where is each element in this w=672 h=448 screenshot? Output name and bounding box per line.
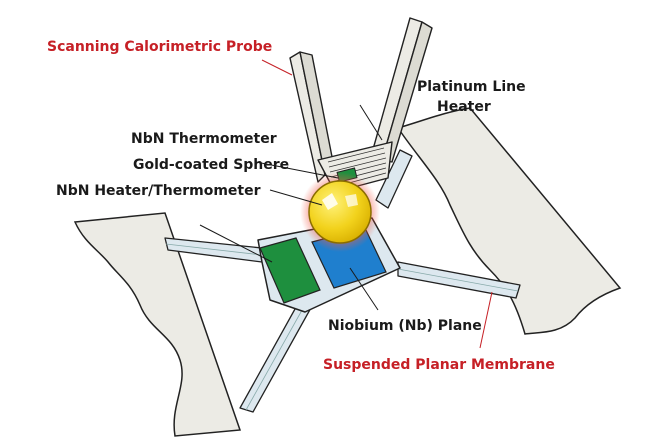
- left-support-block: [73, 212, 242, 437]
- label-nbn-thermometer: NbN Thermometer: [131, 131, 277, 147]
- calorimetric-probe: [289, 17, 433, 193]
- label-probe: Scanning Calorimetric Probe: [47, 39, 272, 55]
- nbn-heater-pad: [259, 237, 321, 304]
- label-gold-sphere: Gold-coated Sphere: [133, 157, 289, 173]
- label-niobium-plane: Niobium (Nb) Plane: [328, 318, 482, 334]
- right-support-block: [396, 107, 622, 335]
- label-heater-line1: Platinum Line: [417, 79, 526, 95]
- label-membrane: Suspended Planar Membrane: [323, 357, 555, 373]
- leader-lines: [199, 59, 493, 349]
- gold-sphere: [308, 180, 372, 244]
- sphere-highlight-2: [345, 194, 358, 207]
- label-nbn-heater: NbN Heater/Thermometer: [56, 183, 261, 199]
- label-heater-line2: Heater: [437, 99, 491, 115]
- sphere-highlight: [322, 193, 338, 210]
- membrane-legs: [164, 149, 521, 413]
